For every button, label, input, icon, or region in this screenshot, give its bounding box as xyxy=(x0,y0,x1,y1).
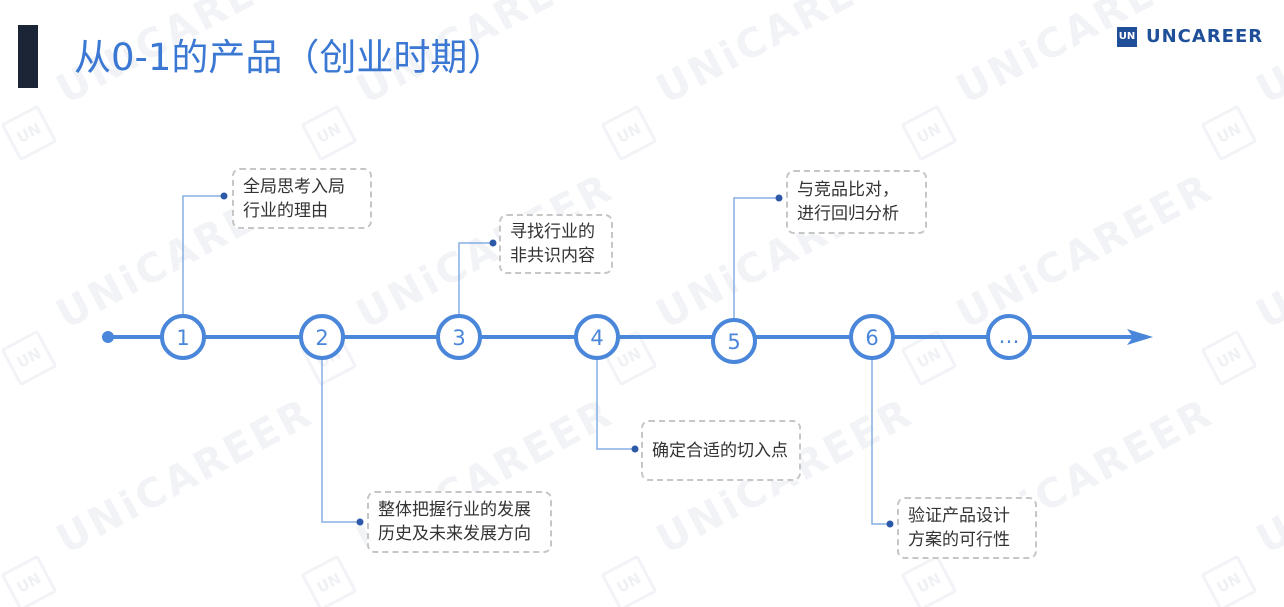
step-number-3: 3 xyxy=(452,326,465,350)
step-number-2: 2 xyxy=(315,326,328,350)
step-node-2: 2 xyxy=(299,314,345,360)
connector-dot-3 xyxy=(489,239,497,247)
step-3-line-1: 寻找行业的 xyxy=(510,222,595,242)
step-box-2: 整体把握行业的发展 历史及未来发展方向 xyxy=(367,491,552,553)
step-2-line-1: 整体把握行业的发展 xyxy=(378,500,531,520)
brand-logo: UN UNCAREER xyxy=(1117,26,1263,47)
step-box-5: 与竞品比对， 进行回归分析 xyxy=(786,170,927,234)
connector-step-6 xyxy=(871,358,890,525)
step-5-line-2: 进行回归分析 xyxy=(797,204,899,224)
connector-step-5 xyxy=(733,197,779,320)
step-4-line-1: 确定合适的切入点 xyxy=(652,440,788,461)
connector-dot-6 xyxy=(886,520,894,528)
step-1-line-1: 全局思考入局 xyxy=(243,176,345,197)
step-node-6: 6 xyxy=(849,314,895,360)
connector-dot-1 xyxy=(220,192,228,200)
connector-step-1 xyxy=(182,195,224,316)
connector-dot-2 xyxy=(356,518,364,526)
slide-title: 从0-1的产品（创业时期） xyxy=(74,36,505,79)
title-accent-bar xyxy=(18,25,38,88)
step-node-5: 5 xyxy=(711,318,757,364)
step-2-line-2: 历史及未来发展方向 xyxy=(378,524,531,544)
step-number-more: … xyxy=(999,324,1020,348)
step-6-line-2: 方案的可行性 xyxy=(908,530,1010,550)
step-box-6: 验证产品设计 方案的可行性 xyxy=(897,497,1037,559)
step-node-3: 3 xyxy=(436,314,482,360)
step-box-1: 全局思考入局 行业的理由 xyxy=(232,168,372,229)
step-number-4: 4 xyxy=(590,326,603,350)
step-number-1: 1 xyxy=(176,326,189,350)
connector-dot-4 xyxy=(631,445,639,453)
step-6-line-1: 验证产品设计 xyxy=(908,506,1010,526)
logo-wordmark: UNCAREER xyxy=(1146,26,1264,47)
timeline-start-dot xyxy=(102,331,114,343)
connector-step-3 xyxy=(458,242,493,316)
step-node-more: … xyxy=(986,314,1032,360)
step-node-1: 1 xyxy=(160,314,206,360)
logo-mark-icon: UN xyxy=(1117,26,1137,47)
step-1-line-2: 行业的理由 xyxy=(243,200,328,221)
step-3-line-2: 非共识内容 xyxy=(510,246,595,266)
step-number-6: 6 xyxy=(865,326,878,350)
timeline-arrow-head xyxy=(1127,329,1153,345)
connector-dot-5 xyxy=(775,194,783,202)
step-box-4: 确定合适的切入点 xyxy=(641,420,801,481)
connector-step-2 xyxy=(321,358,360,523)
step-number-5: 5 xyxy=(727,330,740,354)
step-node-4: 4 xyxy=(574,314,620,360)
step-box-3: 寻找行业的 非共识内容 xyxy=(499,214,613,274)
connector-step-4 xyxy=(596,358,635,450)
step-5-line-1: 与竞品比对， xyxy=(797,180,899,200)
